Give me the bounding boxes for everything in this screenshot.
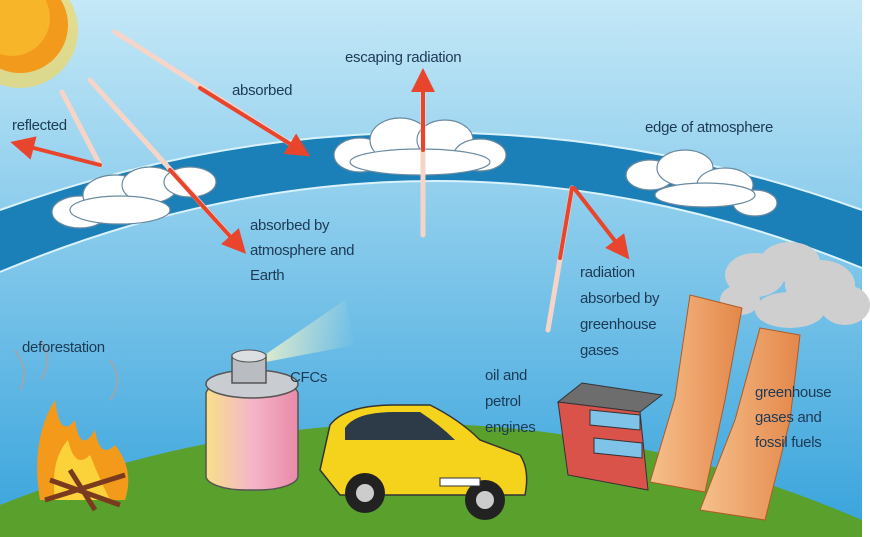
sun-icon — [0, 0, 78, 88]
absorbed-by-earth-arrow — [168, 168, 247, 254]
cloud-center — [333, 117, 507, 176]
car-icon — [319, 404, 528, 520]
label-radiation-absorbed: radiation absorbed by greenhouse gases — [580, 264, 663, 359]
right-margin — [862, 0, 870, 537]
factory-building-icon — [556, 382, 664, 491]
reflected-ray-in — [59, 89, 103, 168]
smoke-icon — [720, 242, 870, 328]
label-greenhouse-fossil-fuels: greenhouse gases and fossil fuels — [755, 384, 835, 451]
label-reflected: reflected — [12, 117, 67, 134]
label-absorbed-by-atmosphere: absorbed by atmosphere and Earth — [250, 217, 358, 284]
cloud-right — [625, 149, 778, 217]
label-cfcs: CFCs — [290, 369, 327, 386]
fire-icon — [14, 339, 129, 512]
cloud-left — [51, 166, 217, 229]
cooling-towers-icon — [649, 294, 801, 521]
label-oil-petrol-engines: oil and petrol engines — [485, 367, 535, 436]
spray-can-icon — [205, 300, 355, 491]
greenhouse-absorbed-arrow — [572, 186, 630, 260]
atmosphere-inner-edge — [0, 180, 863, 273]
label-deforestation: deforestation — [22, 339, 105, 356]
absorbed-arrow — [198, 86, 311, 157]
label-absorbed: absorbed — [232, 82, 292, 99]
radiation-arrows — [10, 29, 630, 333]
upward-arrow — [558, 186, 574, 260]
label-edge-of-atmosphere: edge of atmosphere — [645, 119, 773, 136]
reflected-arrow — [10, 136, 102, 167]
label-escaping-radiation: escaping radiation — [345, 49, 461, 66]
